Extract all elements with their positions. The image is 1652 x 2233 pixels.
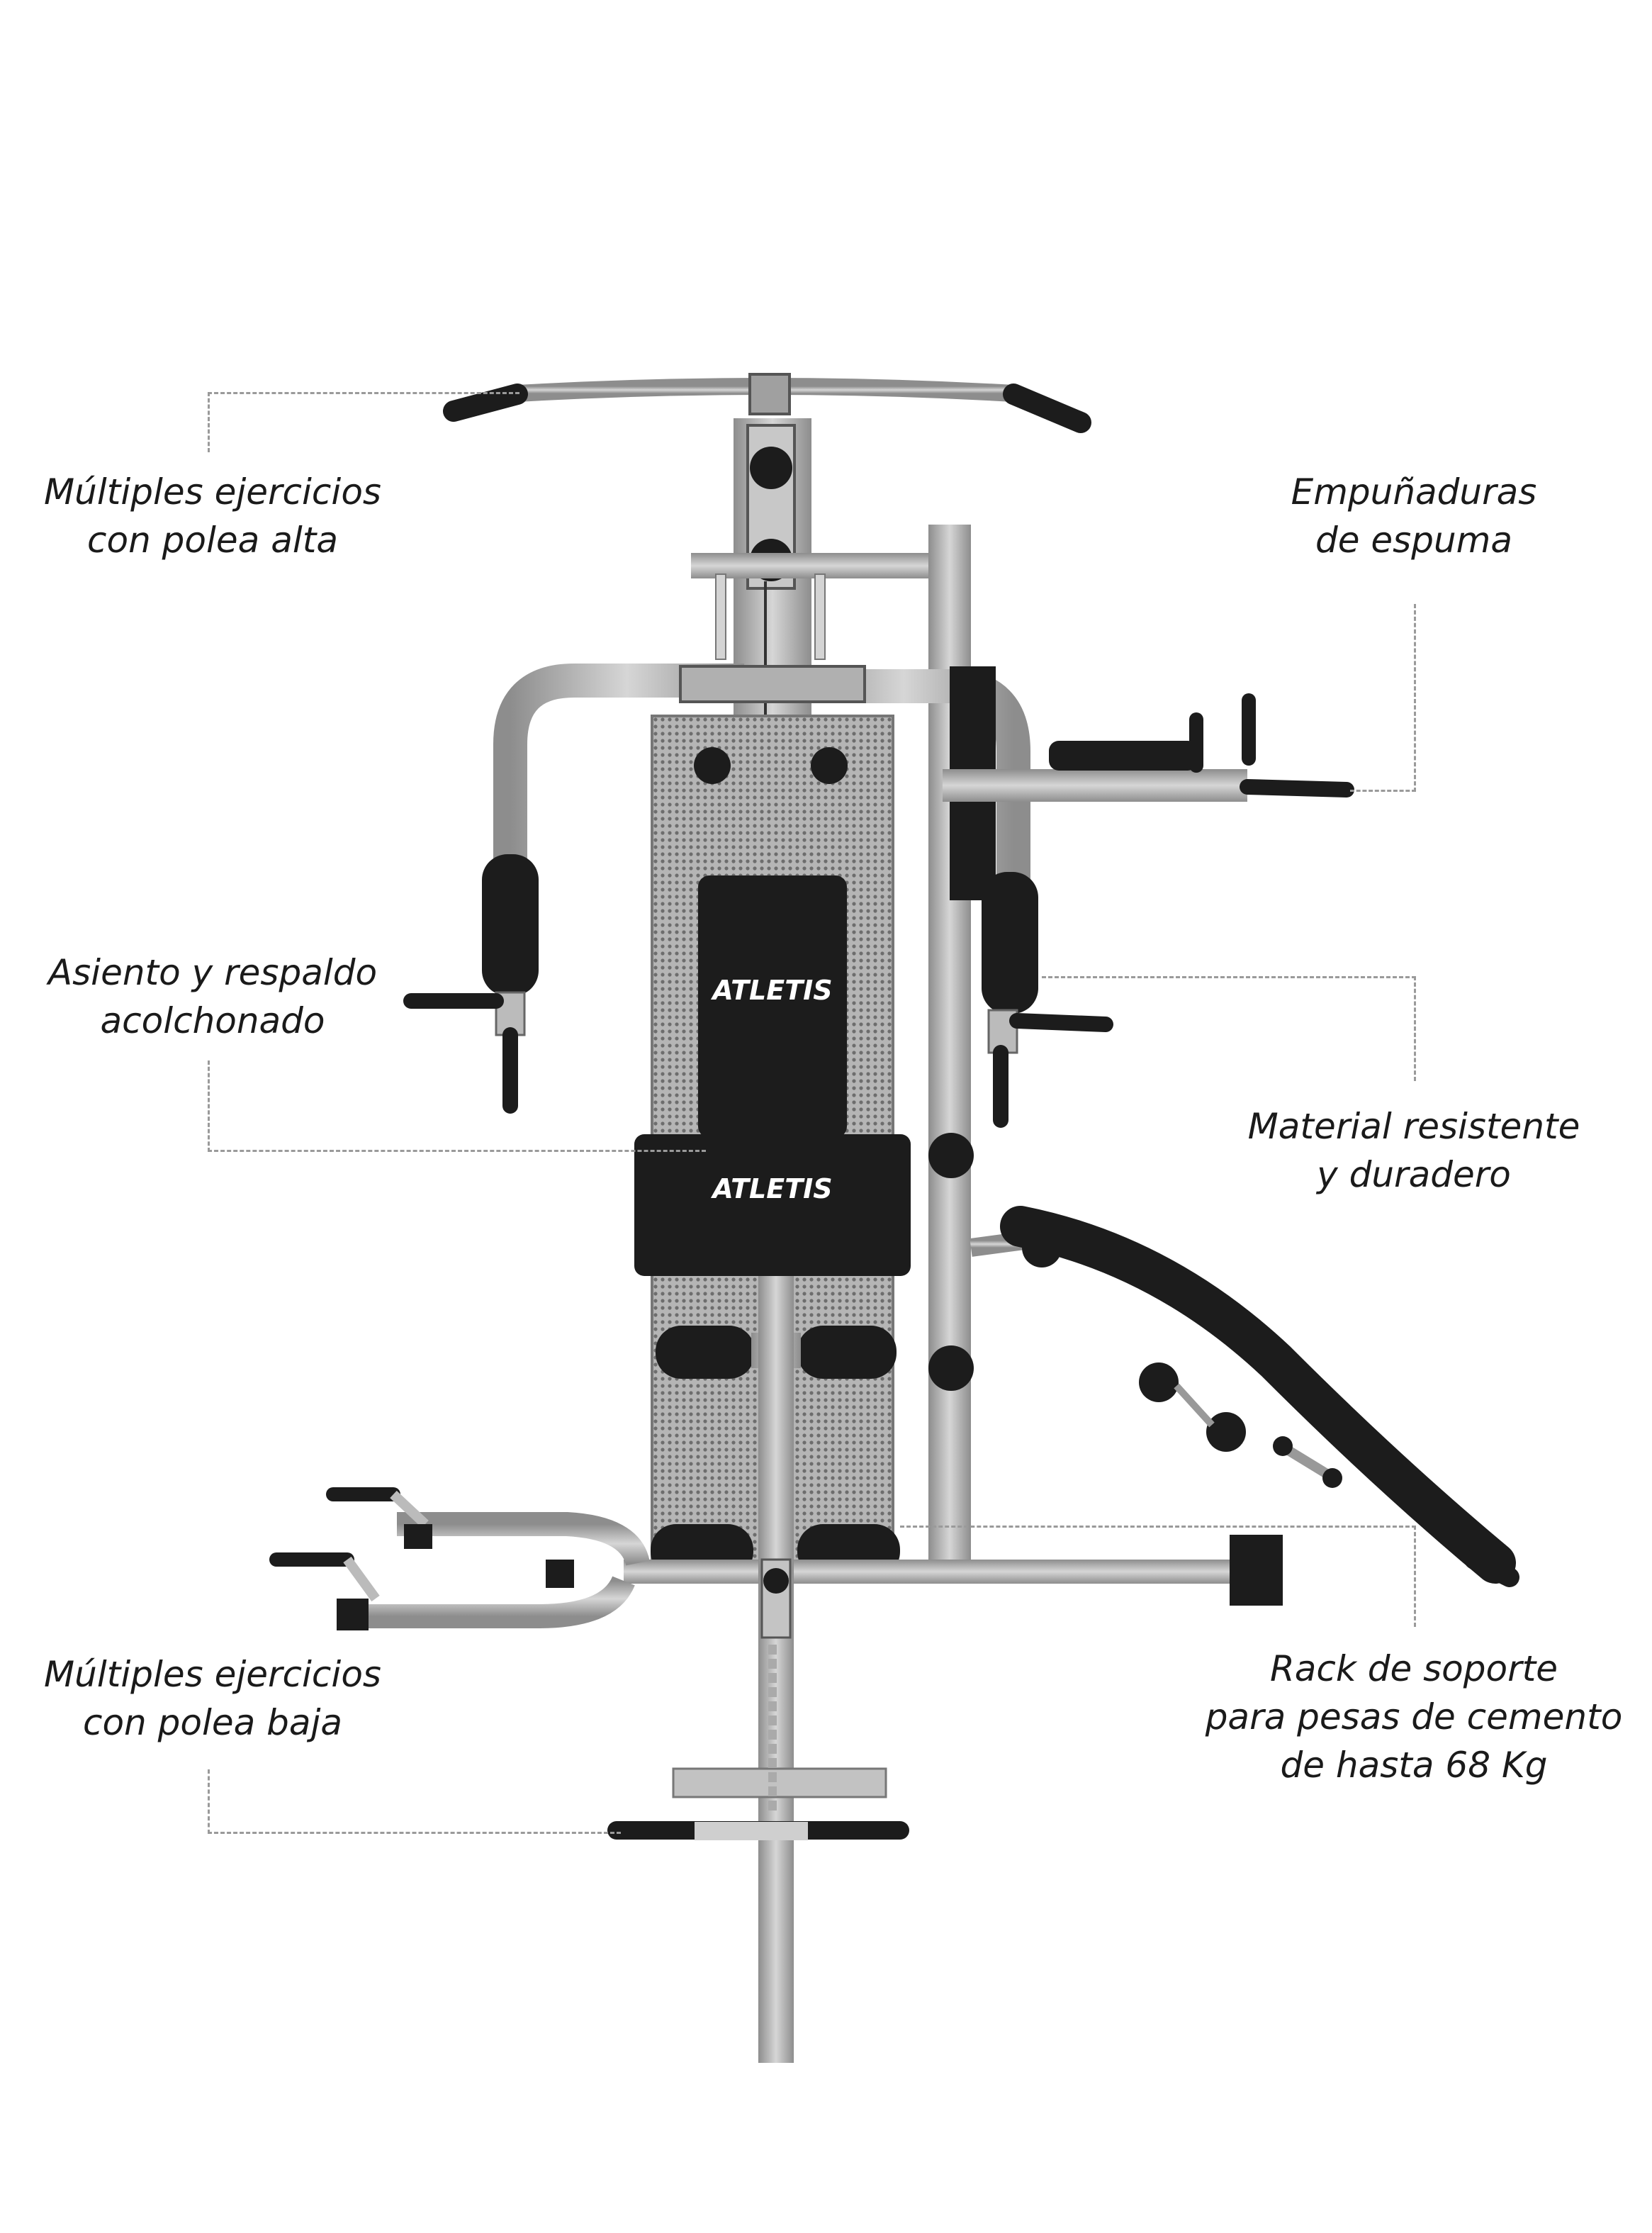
callout-foam-grips: Empuñaduras de espuma bbox=[1247, 468, 1580, 564]
weight-rack-pegs bbox=[928, 1133, 974, 1391]
left-foot-frame bbox=[269, 1487, 650, 1630]
callout-low-pulley: Múltiples ejercicios con polea baja bbox=[28, 1650, 397, 1747]
base-frame bbox=[624, 1276, 1283, 2063]
left-pec-pad bbox=[482, 854, 539, 996]
right-pec-pad bbox=[982, 872, 1038, 1014]
callout-line: para pesas de cemento bbox=[1205, 1696, 1623, 1737]
callout-high-pulley: Múltiples ejercicios con polea alta bbox=[28, 468, 397, 564]
leader-padded-seat bbox=[208, 1060, 706, 1152]
callout-weight-rack: Rack de soporte para pesas de cemento de… bbox=[1194, 1645, 1634, 1789]
leader-high-pulley bbox=[208, 392, 519, 452]
leader-material bbox=[1042, 976, 1416, 1081]
dip-station bbox=[943, 666, 1354, 900]
backrest: ATLETIS bbox=[698, 875, 847, 1138]
callout-line: Múltiples ejercicios bbox=[44, 471, 381, 513]
callout-line: con polea baja bbox=[82, 1702, 343, 1743]
leader-low-pulley bbox=[208, 1769, 621, 1834]
callout-line: Rack de soporte bbox=[1269, 1648, 1558, 1689]
callout-line: Asiento y respaldo bbox=[47, 952, 378, 993]
callout-line: Múltiples ejercicios bbox=[44, 1654, 381, 1695]
ab-bench bbox=[970, 1206, 1519, 1587]
callout-line: de hasta 68 Kg bbox=[1280, 1745, 1548, 1786]
pec-handles bbox=[403, 991, 1113, 1128]
leader-foam-grips bbox=[1350, 604, 1416, 792]
callout-line: Empuñaduras bbox=[1291, 471, 1537, 513]
seat: ATLETIS bbox=[634, 1134, 911, 1276]
backrest-logo: ATLETIS bbox=[710, 975, 832, 1006]
callout-line: y duradero bbox=[1317, 1154, 1511, 1195]
callout-line: de espuma bbox=[1315, 520, 1512, 561]
seat-logo: ATLETIS bbox=[710, 1173, 832, 1204]
lat-pulldown-bar bbox=[443, 373, 1091, 433]
callout-line: con polea alta bbox=[87, 520, 338, 561]
callout-line: Material resistente bbox=[1247, 1106, 1580, 1147]
low-pulley bbox=[607, 1558, 909, 1840]
callout-line: acolchonado bbox=[100, 1000, 325, 1041]
callout-material: Material resistente y duradero bbox=[1233, 1102, 1595, 1199]
leader-weight-rack bbox=[900, 1526, 1416, 1627]
callout-padded-seat: Asiento y respaldo acolchonado bbox=[28, 948, 397, 1045]
